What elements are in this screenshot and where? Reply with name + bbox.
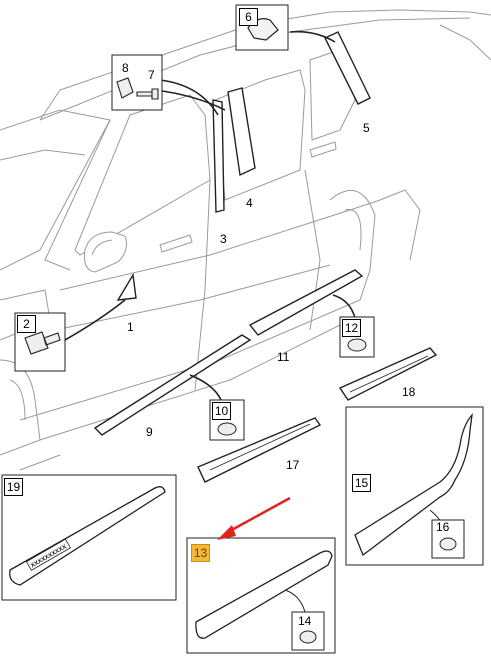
part-9-front-door-moulding <box>93 334 252 436</box>
callout-16: 16 <box>436 520 450 534</box>
callout-4: 4 <box>246 196 253 210</box>
callout-3: 3 <box>220 232 227 246</box>
callout-17: 17 <box>286 458 300 472</box>
detail-box-19: XXXXXXXXXX <box>1 474 177 601</box>
highlight-arrow <box>217 496 291 540</box>
clip-16-icon <box>439 537 457 551</box>
callout-14: 14 <box>298 614 312 628</box>
bolt-2-icon <box>24 331 61 355</box>
part-17-front-sill-plate <box>197 417 322 483</box>
detail-box-7-8 <box>111 54 163 111</box>
callout-5: 5 <box>363 121 370 135</box>
callout-15: 15 <box>352 474 371 492</box>
detail-box-2 <box>14 312 66 372</box>
clip-14-icon <box>299 630 317 644</box>
parts <box>93 31 438 483</box>
part-5-pillar-cover <box>324 31 371 105</box>
callout-8: 8 <box>122 61 129 75</box>
detail-box-13 <box>186 537 336 654</box>
callout-19: 19 <box>4 478 23 496</box>
detail-box-15 <box>345 406 484 566</box>
callout-1: 1 <box>127 320 134 334</box>
callout-2: 2 <box>17 315 36 333</box>
clip-12-icon <box>347 338 367 352</box>
part-11-rear-door-moulding <box>248 269 364 336</box>
part-3-pillar-trim <box>212 99 225 213</box>
clip-10-icon <box>217 422 237 436</box>
part-4-pillar-cover <box>227 87 256 177</box>
clip-8-icon <box>116 77 134 99</box>
callout-13-highlighted: 13 <box>191 544 210 562</box>
part-13-wheel-arch-trim <box>195 550 333 639</box>
callout-10: 10 <box>212 402 231 420</box>
callout-9: 9 <box>146 425 153 439</box>
car-body-illustration <box>0 9 491 471</box>
detail-box-6 <box>235 4 289 51</box>
callout-6: 6 <box>239 8 258 26</box>
part-18-rear-sill-plate <box>338 347 438 401</box>
callout-7: 7 <box>148 68 155 82</box>
screw-7-icon <box>136 88 159 100</box>
part-1-mirror-trim <box>116 272 137 301</box>
callout-18: 18 <box>402 385 416 399</box>
callout-12: 12 <box>342 319 361 337</box>
part-15-rear-wheel-arch-trim <box>354 413 473 557</box>
callout-11: 11 <box>277 350 290 364</box>
leader-lines <box>64 30 356 403</box>
